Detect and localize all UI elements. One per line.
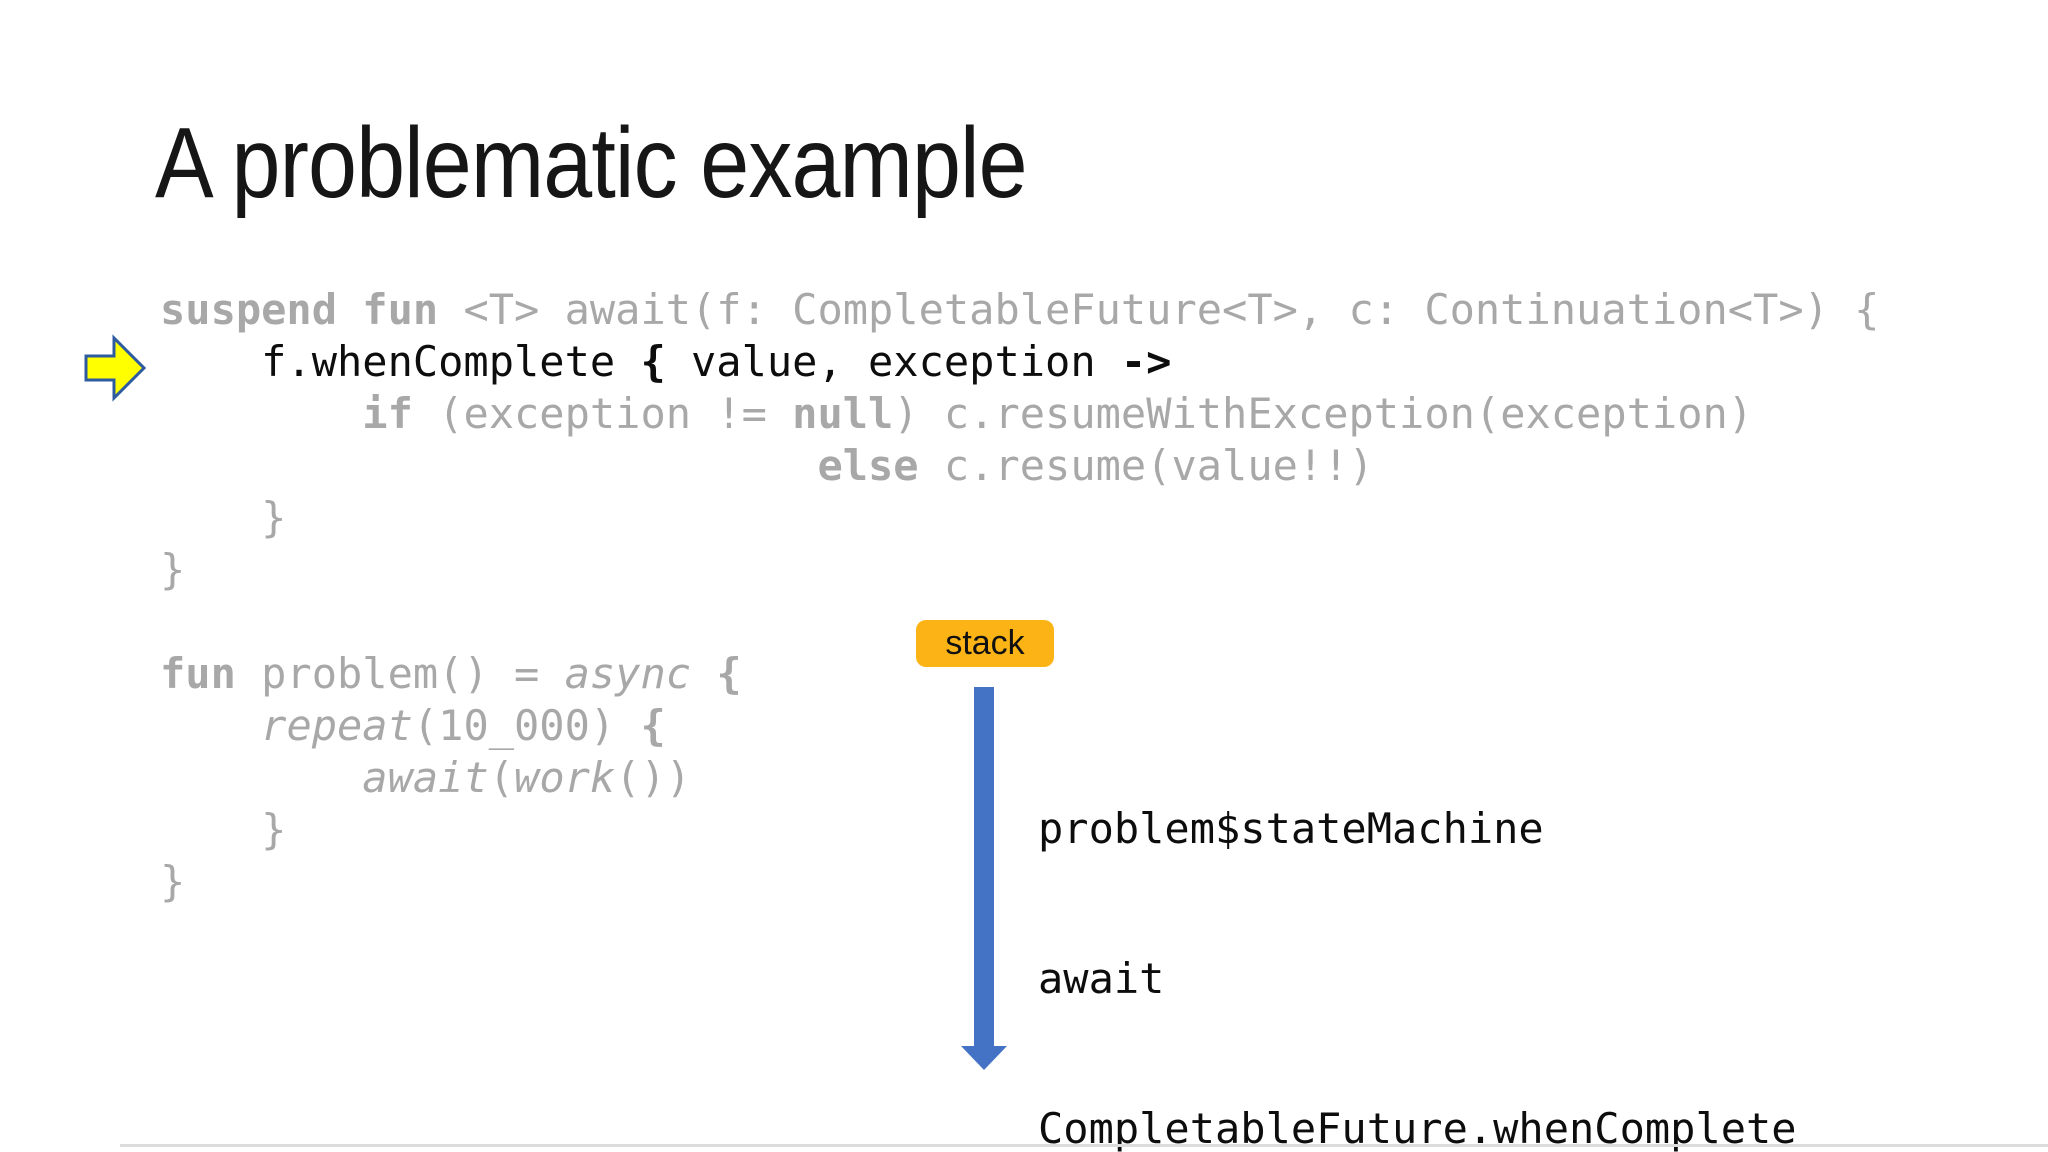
code-line: suspend fun <T> await(f: CompletableFutu… <box>160 285 1880 334</box>
slide-bottom-divider <box>120 1144 2048 1147</box>
code-line: } <box>160 805 287 854</box>
code-line: fun problem() = async { <box>160 649 742 698</box>
stack-badge: stack <box>916 620 1054 667</box>
code-line: f.whenComplete { value, exception -> <box>160 337 1172 386</box>
code-line: else c.resume(value!!) <box>817 441 1374 490</box>
stack-down-arrow-icon <box>974 687 994 1048</box>
code-line: } <box>160 857 186 906</box>
stack-frame-list: problem$stateMachine await CompletableFu… <box>1038 704 1797 1152</box>
stack-frame: await <box>1038 954 1165 1003</box>
code-line: } <box>160 493 287 542</box>
page-title: A problematic example <box>155 107 1028 219</box>
code-block-problem-function: fun problem() = async { repeat(10_000) {… <box>160 648 742 908</box>
stack-frame: problem$stateMachine <box>1038 804 1544 853</box>
stack-down-arrow-head-icon <box>961 1046 1007 1070</box>
code-block-await-function: suspend fun <T> await(f: CompletableFutu… <box>160 284 1879 596</box>
stack-badge-label: stack <box>945 624 1025 662</box>
code-line: await(work()) <box>362 753 692 802</box>
highlight-right-arrow-icon <box>84 334 147 402</box>
code-line: repeat(10_000) { <box>261 701 666 750</box>
code-line: if (exception != null) c.resumeWithExcep… <box>362 389 1754 438</box>
code-line: } <box>160 545 186 594</box>
